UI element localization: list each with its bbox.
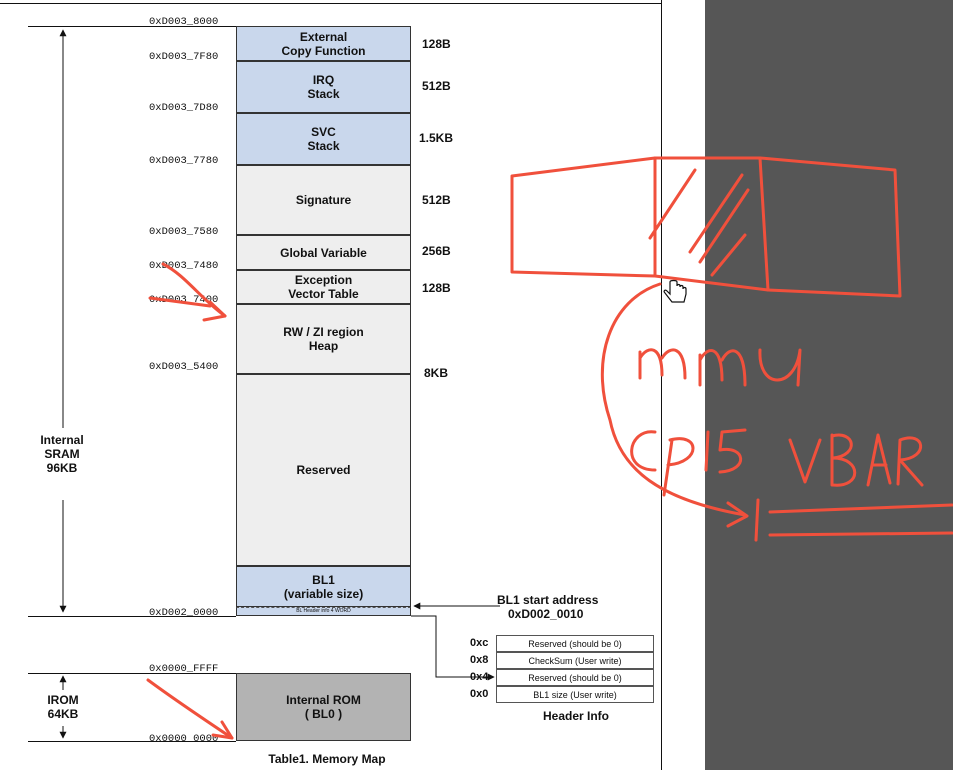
irom-top-line [28,673,236,674]
page-top-border [0,3,662,4]
sram-bottom-line [28,616,236,617]
size-global-variable: 256B [422,244,451,258]
block-bl1: BL1 (variable size) [236,566,411,607]
address-label: 0x0000_FFFF [149,663,219,675]
size-svc-stack: 1.5KB [419,131,454,145]
size-exception-vector: 128B [422,281,451,295]
address-label: 0xD003_7480 [149,260,219,272]
header-offset: 0x0 [470,688,489,700]
irom-bottom-line [28,741,236,742]
header-offset: 0xc [470,637,489,649]
block-exception-vector-table: Exception Vector Table [236,270,411,304]
header-info-title: Header Info [542,709,609,723]
table-caption: Table1. Memory Map [268,752,386,766]
sram-top-line [28,26,236,27]
page-right-border [661,0,662,770]
size-irq-stack: 512B [422,79,451,93]
header-row: BL1 size (User write) [496,686,654,703]
sketch-box-left [510,156,657,278]
block-global-variable: Global Variable [236,235,411,270]
size-external-copy: 128B [422,37,451,51]
address-label: 0xD003_5400 [149,361,219,373]
block-rw-zi-heap: RW / ZI region Heap [236,304,411,374]
sram-range-label: Internal SRAM 96KB [40,433,84,475]
header-row: Reserved (should be 0) [496,635,654,652]
handwritten-annotations [146,156,953,740]
bl1-start-title: BL1 start address [497,593,599,607]
block-irq-stack: IRQ Stack [236,61,411,113]
size-signature: 512B [422,193,451,207]
sketch-box-middle [653,156,770,292]
address-label: 0xD003_7580 [149,226,219,238]
block-signature: Signature [236,165,411,235]
irom-range-label: IROM 64KB [47,693,79,721]
block-internal-rom: Internal ROM ( BL0 ) [236,673,411,741]
block-reserved: Reserved [236,374,411,566]
header-row: Reserved (should be 0) [496,669,654,686]
hand-cursor-icon [663,279,687,303]
address-label: 0x0000_0000 [149,733,219,745]
bl1-start-address: 0xD002_0010 [508,607,584,621]
header-offset: 0x8 [470,654,489,666]
sketch-box-right [758,156,902,298]
address-label: 0xD003_7780 [149,155,219,167]
address-label: 0xD003_8000 [149,16,219,28]
header-connector-arrow [411,615,495,681]
block-svc-stack: SVC Stack [236,113,411,165]
block-external-copy-function: External Copy Function [236,26,411,61]
address-label: 0xD003_7F80 [149,51,219,63]
header-row: CheckSum (User write) [496,652,654,669]
address-label: 0xD003_7D80 [149,102,219,114]
bl1-header-strip: BL Header info 4 WORD [236,607,411,616]
size-rw-zi-heap: 8KB [424,366,449,380]
